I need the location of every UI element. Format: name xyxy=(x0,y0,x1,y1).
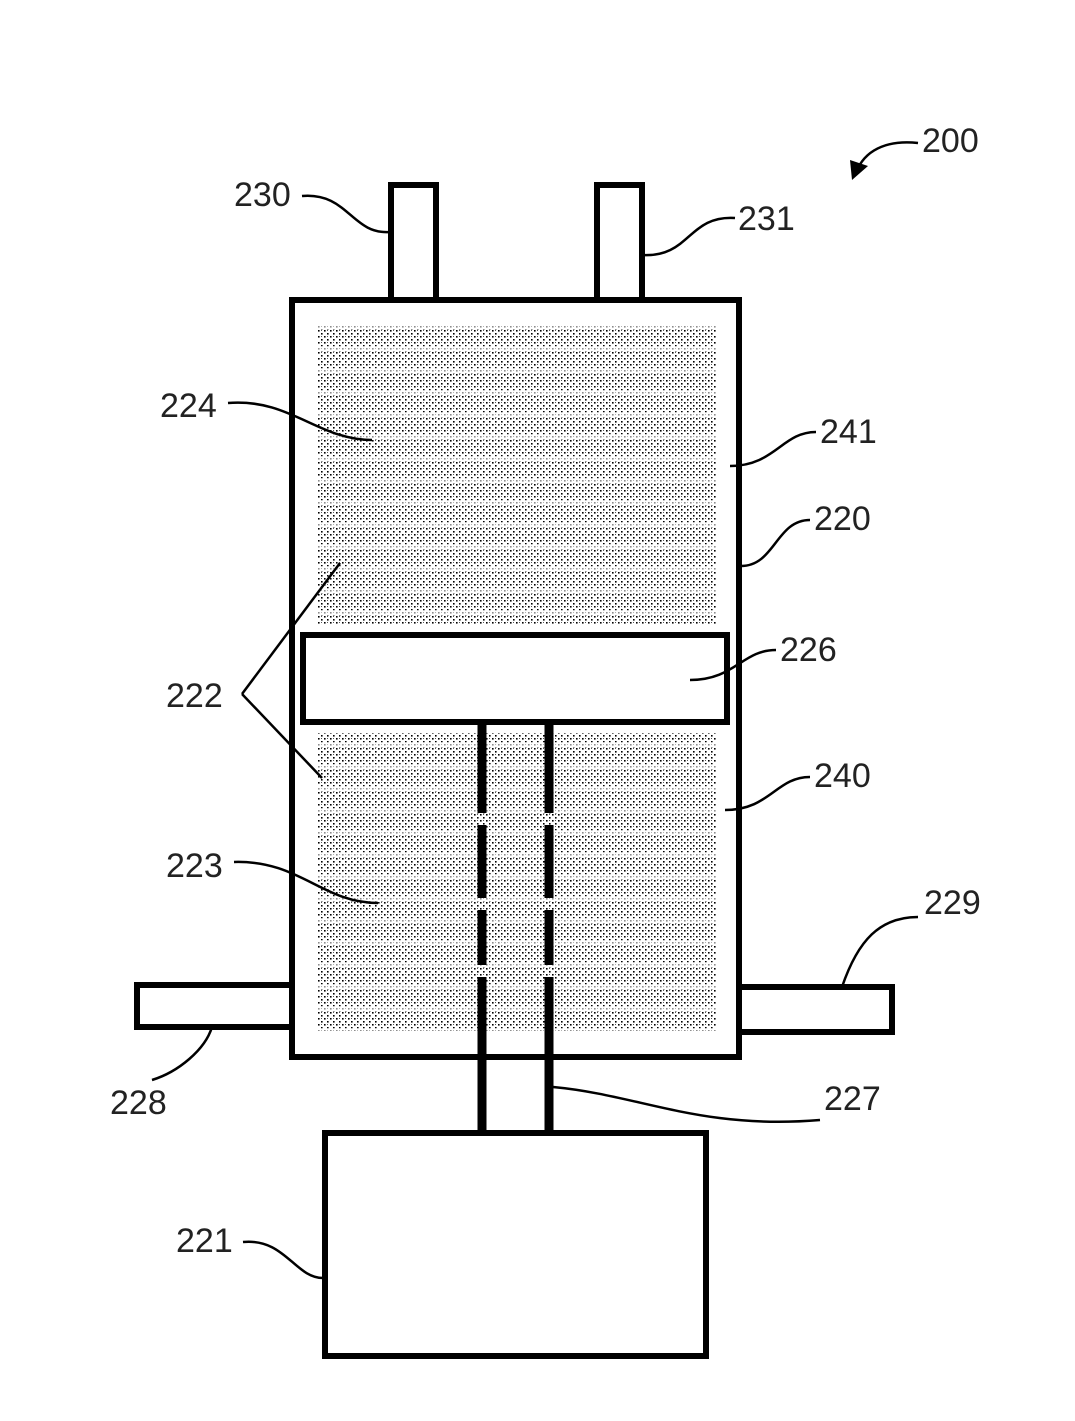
port-229 xyxy=(737,987,892,1032)
leader-241 xyxy=(730,432,816,466)
label-241: 241 xyxy=(820,413,877,451)
leader-200-arrow xyxy=(858,142,918,168)
label-224: 224 xyxy=(160,387,217,425)
leader-220 xyxy=(741,520,810,566)
label-226: 226 xyxy=(780,631,837,669)
drive-unit-221 xyxy=(325,1133,706,1356)
label-227: 227 xyxy=(824,1080,881,1118)
label-222: 222 xyxy=(166,677,223,715)
label-200: 200 xyxy=(922,122,979,160)
port-231 xyxy=(597,185,642,300)
upper-media-224 xyxy=(318,325,716,625)
leader-229 xyxy=(842,917,918,987)
label-231: 231 xyxy=(738,200,795,238)
leader-228 xyxy=(152,1027,212,1080)
label-220: 220 xyxy=(814,500,871,538)
label-240: 240 xyxy=(814,757,871,795)
label-221: 221 xyxy=(176,1222,233,1260)
label-229: 229 xyxy=(924,884,981,922)
arrowhead-200-icon xyxy=(850,160,868,180)
leader-227 xyxy=(553,1087,820,1122)
label-223: 223 xyxy=(166,847,223,885)
element-226 xyxy=(303,635,727,722)
leader-230 xyxy=(302,196,390,232)
label-230: 230 xyxy=(234,176,291,214)
label-228: 228 xyxy=(110,1084,167,1122)
port-230 xyxy=(391,185,436,300)
lower-media-223 xyxy=(318,733,716,1031)
leader-231 xyxy=(642,218,735,255)
port-228 xyxy=(137,985,295,1027)
leader-221 xyxy=(243,1242,323,1278)
